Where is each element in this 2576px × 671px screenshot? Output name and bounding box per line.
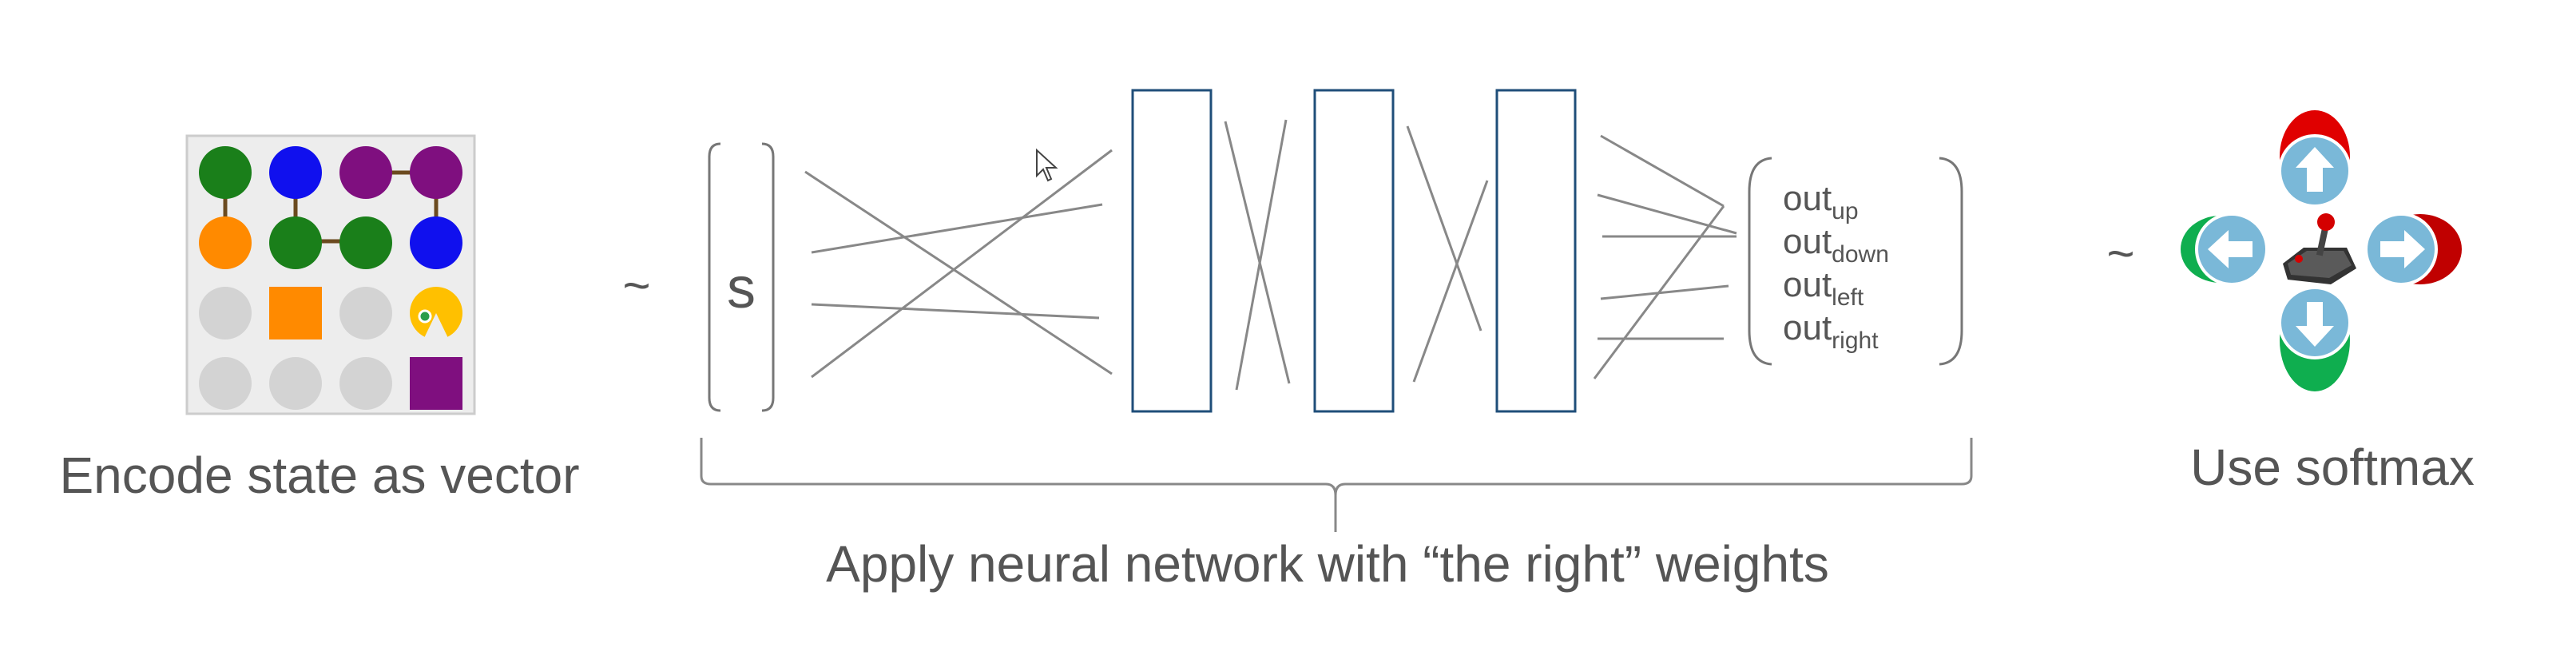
empty-cell (199, 287, 252, 339)
pacman-eye (418, 309, 432, 324)
tilde-left: ~ (622, 259, 650, 312)
arrow-up-icon (2278, 134, 2352, 208)
encode-caption: Encode state as vector (59, 447, 579, 504)
output-base: out (1783, 222, 1832, 261)
grid-dot (269, 146, 322, 199)
connection (1597, 193, 1737, 235)
grid-dot (199, 146, 252, 199)
connection (1224, 121, 1291, 384)
empty-cell (339, 287, 392, 339)
softmax-caption: Use softmax (2190, 439, 2475, 496)
hidden-layer-3 (1495, 89, 1577, 413)
grid-dot (339, 216, 392, 269)
connection (811, 149, 1113, 379)
grid-dot (269, 216, 322, 269)
connection (1600, 284, 1729, 300)
grid-square (410, 357, 462, 410)
connection (1600, 134, 1725, 208)
hidden-layer-1 (1131, 89, 1213, 413)
neural-network (804, 119, 1737, 391)
output-subscript: up (1832, 198, 1858, 224)
output-right: outright (1783, 308, 1879, 354)
mouse-cursor-icon (1036, 148, 1058, 182)
arrow-right-icon (2364, 212, 2438, 286)
hidden-layers (1131, 89, 1577, 413)
grid-dot (199, 216, 252, 269)
output-base: out (1783, 179, 1832, 218)
grid-cells (199, 146, 463, 410)
output-base: out (1783, 308, 1832, 347)
empty-cell (269, 357, 322, 410)
output-down: outdown (1783, 222, 1889, 268)
game-state-grid (185, 134, 476, 415)
connection (1235, 119, 1288, 391)
grid-dot (410, 216, 462, 269)
arrow-down-icon (2278, 286, 2352, 359)
empty-cell (199, 357, 252, 410)
output-bracket-right (1939, 157, 1963, 366)
network-caption: Apply neural network with “the right” we… (826, 535, 1829, 593)
output-up: outup (1783, 179, 1859, 224)
output-subscript: down (1832, 241, 1889, 268)
output-subscript: left (1832, 284, 1864, 311)
network-brace (700, 438, 1973, 532)
input-symbol: s (727, 256, 756, 320)
joystick-icon (2283, 213, 2356, 284)
empty-cell (339, 357, 392, 410)
player-pacman (410, 287, 463, 337)
output-bracket-left (1748, 157, 1772, 366)
output-subscript: right (1832, 328, 1879, 354)
input-bracket-right (761, 142, 775, 412)
connection (804, 170, 1113, 375)
output-base: out (1783, 265, 1832, 304)
output-vector: outup outdown outleft outright (1748, 157, 1963, 366)
hidden-layer-2 (1313, 89, 1395, 413)
input-vector: s (708, 142, 775, 412)
direction-arrows (2181, 110, 2462, 391)
output-left: outleft (1783, 265, 1864, 311)
connection (1412, 180, 1489, 383)
connection (811, 303, 1100, 320)
grid-dot (339, 146, 392, 199)
connection (811, 203, 1103, 254)
input-bracket-left (708, 142, 721, 412)
arrow-left-icon (2195, 212, 2268, 286)
connection (1406, 125, 1482, 332)
grid-square (269, 287, 322, 339)
grid-dot (410, 146, 462, 199)
tilde-right: ~ (2106, 227, 2134, 280)
